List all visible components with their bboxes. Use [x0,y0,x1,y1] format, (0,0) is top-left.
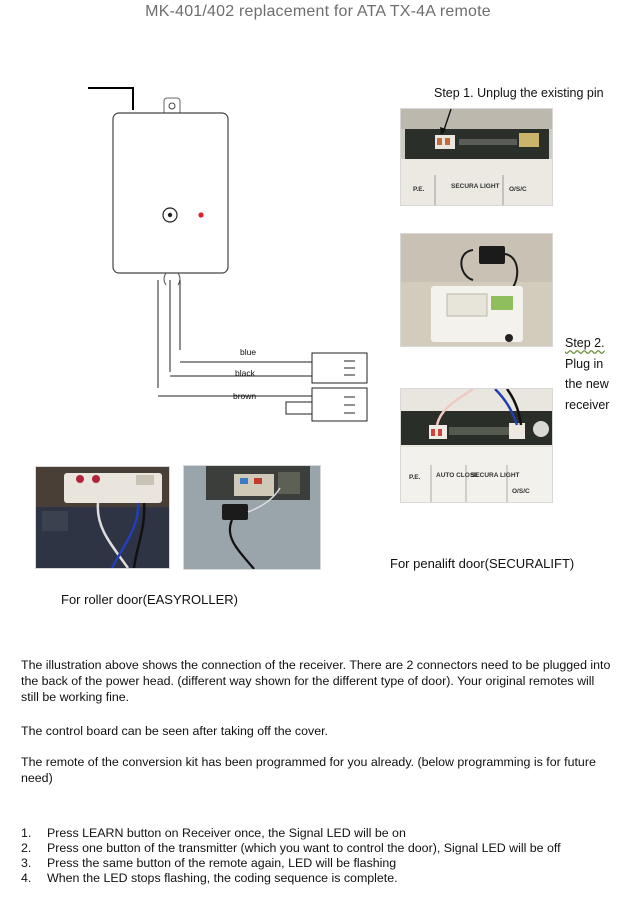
svg-text:P.E.: P.E. [409,474,421,481]
receiver-wiring-diagram: blue black brown [88,87,368,422]
photo-roller-door-receiver [183,465,321,570]
svg-text:O/S/C: O/S/C [512,488,530,495]
paragraph-control-board: The control board can be seen after taki… [21,724,328,738]
step2-label: Step 2. Plug in the new receiver [565,336,610,412]
caption-easyroller: For roller door(EASYROLLER) [61,592,238,607]
step-item: 1.Press LEARN button on Receiver once, t… [21,826,406,840]
photo-unplug-existing-pin: P.E. SECURA LIGHT O/S/C [400,108,553,206]
receiver-box [112,112,229,274]
svg-text:P.E.: P.E. [413,186,425,193]
wire-label-black: black [235,368,256,378]
step-item: 3.Press the same button of the remote ag… [21,856,397,870]
photo-receiver-mounted [400,233,553,347]
svg-text:SECURA LIGHT: SECURA LIGHT [471,472,520,479]
wire-label-blue: blue [240,347,256,357]
svg-text:AUTO CLOSE: AUTO CLOSE [436,472,479,479]
step-item: 2.Press one button of the transmitter (w… [21,841,561,855]
caption-securalift: For penalift door(SECURALIFT) [390,556,575,571]
programming-steps: 1.Press LEARN button on Receiver once, t… [21,826,611,886]
paragraph-connection: The illustration above shows the connect… [21,658,611,704]
photo-plug-in-new-receiver: P.E. AUTO CLOSE SECURA LIGHT O/S/C [400,388,553,503]
page-title: MK-401/402 replacement for ATA TX-4A rem… [145,3,491,20]
svg-text:O/S/C: O/S/C [509,186,527,193]
step1-label: Step 1. Unplug the existing pin [434,86,604,100]
photo-roller-door-board-wiring [35,466,170,569]
wire-label-brown: brown [233,391,256,401]
svg-text:SECURA LIGHT: SECURA LIGHT [451,183,500,190]
step-item: 4. When the LED stops flashing, the codi… [21,871,398,885]
paragraph-preprogrammed: The remote of the conversion kit has bee… [21,755,596,785]
signal-led-icon [198,212,204,218]
